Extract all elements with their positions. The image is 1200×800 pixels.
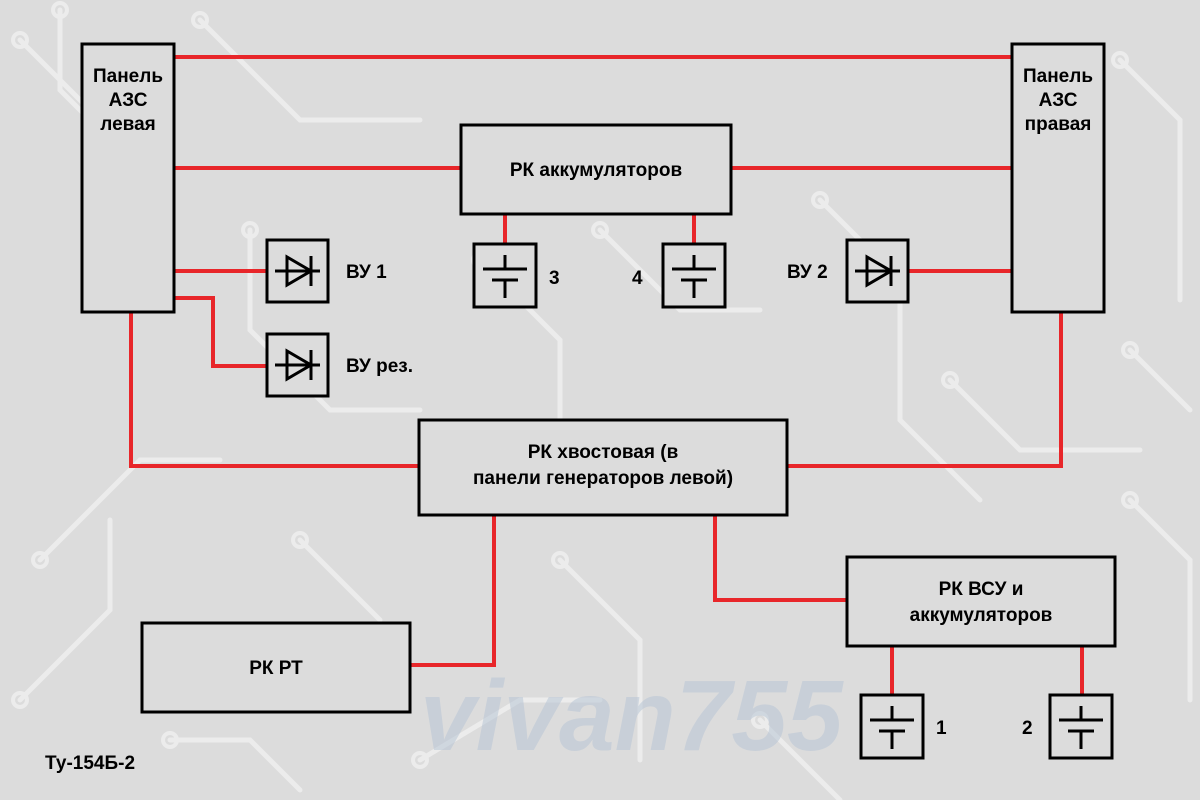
watermark-text: vivan755 [420, 660, 844, 772]
battery-icon [870, 706, 914, 749]
diode-icon [275, 254, 320, 288]
wire-rk-tail-to-rk-vsu [713, 516, 847, 602]
rk-rt-block: РК РТ [140, 621, 412, 714]
rk-batteries-block: РК аккумуляторов [459, 123, 733, 216]
wire-azs-left-to-rk-tail [129, 312, 419, 468]
battery-1: 1 [859, 693, 947, 760]
rectifier-vu1: ВУ 1 [265, 238, 387, 304]
battery-icon [1059, 706, 1103, 749]
rk-vsu-label-1: РК ВСУ и [939, 579, 1024, 600]
wire-azs-right-to-rk-tail [787, 312, 1063, 468]
diode-icon [855, 254, 900, 288]
battery-4: 4 [632, 242, 727, 309]
battery-2: 2 [1022, 693, 1114, 760]
panel-azs-right: Панель АЗС правая [1010, 42, 1106, 314]
rk-tail-label-1: РК хвостовая (в [528, 442, 679, 463]
aircraft-label: Ту-154Б-2 [45, 753, 135, 774]
background-circuit-pattern [17, 7, 1193, 800]
rectifier-vu1-label: ВУ 1 [346, 262, 387, 283]
rk-vsu-block: РК ВСУ и аккумуляторов [845, 555, 1117, 648]
wires [129, 55, 1084, 695]
rk-batteries-label: РК аккумуляторов [510, 160, 682, 181]
rectifier-vu2-label: ВУ 2 [787, 262, 828, 283]
rectifier-vu-rez: ВУ рез. [265, 332, 413, 398]
diode-icon [275, 348, 320, 382]
battery-3-label: 3 [549, 268, 560, 289]
panel-azs-right-label-3: правая [1025, 114, 1092, 135]
battery-2-label: 2 [1022, 718, 1033, 739]
wire-rk-tail-to-rk-rt [410, 516, 496, 667]
panel-azs-right-label-1: Панель [1023, 66, 1093, 87]
rk-tail-block: РК хвостовая (в панели генераторов левой… [417, 418, 789, 517]
battery-1-label: 1 [936, 718, 947, 739]
rk-vsu-label-2: аккумуляторов [910, 605, 1053, 626]
panel-azs-left-label-3: левая [100, 114, 155, 135]
battery-3: 3 [472, 242, 560, 309]
panel-azs-left: Панель АЗС левая [80, 42, 176, 314]
rk-rt-label: РК РТ [249, 658, 303, 679]
panel-azs-left-label-1: Панель [93, 66, 163, 87]
battery-icon [483, 255, 527, 298]
panel-azs-left-label-2: АЗС [109, 90, 148, 111]
rectifier-vu2: ВУ 2 [787, 238, 910, 304]
panel-azs-right-label-2: АЗС [1039, 90, 1078, 111]
battery-icon [672, 255, 716, 298]
battery-4-label: 4 [632, 268, 643, 289]
wire-azs-left-to-vu-rez [175, 296, 267, 368]
rk-tail-label-2: панели генераторов левой) [473, 468, 733, 489]
rectifier-vu-rez-label: ВУ рез. [346, 356, 413, 377]
